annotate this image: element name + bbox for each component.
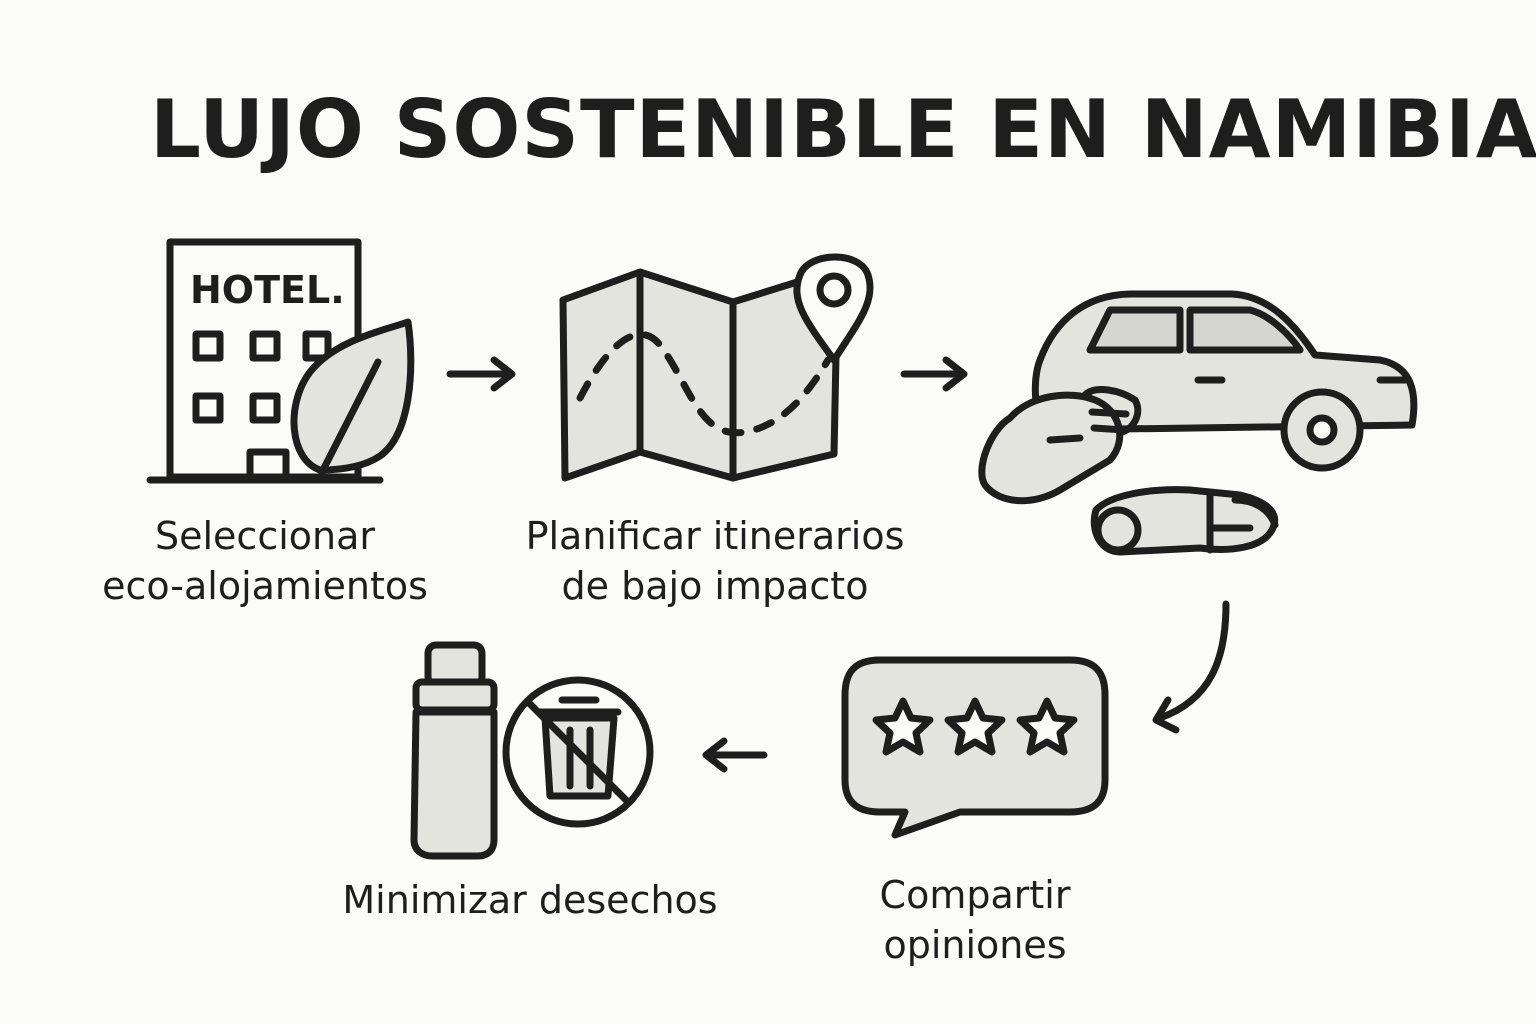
step-label-line: Compartir	[879, 873, 1071, 917]
hotel-leaf-icon	[146, 238, 415, 484]
review-stars-icon	[841, 656, 1109, 839]
hotel-sign-text: HOTEL.	[190, 268, 345, 312]
step-label-line: Minimizar desechos	[342, 878, 718, 922]
step-label-eco-alojamientos: Seleccionar eco-alojamientos	[60, 511, 470, 611]
step-label-line: eco-alojamientos	[102, 564, 428, 608]
step-label-itinerarios: Planificar itinerarios de bajo impacto	[490, 511, 940, 611]
step-label-desechos: Minimizar desechos	[310, 875, 750, 925]
diagram-title: LUJO SOSTENIBLE EN NAMIBIA	[150, 83, 1536, 176]
arrow-curve-down	[1152, 600, 1230, 734]
step-label-line: opiniones	[883, 923, 1067, 967]
arrow-left	[702, 737, 768, 773]
step-label-compartir: Compartir opiniones	[820, 870, 1130, 970]
arrow-right-2	[900, 356, 968, 392]
map-pin-icon	[559, 253, 874, 482]
arrow-right-1	[446, 356, 516, 392]
car-hands-icon	[978, 290, 1418, 556]
step-label-line: de bajo impacto	[561, 564, 869, 608]
step-label-line: Seleccionar	[154, 514, 376, 558]
bottle-no-trash-icon	[410, 641, 654, 860]
step-label-line: Planificar itinerarios	[525, 514, 905, 558]
